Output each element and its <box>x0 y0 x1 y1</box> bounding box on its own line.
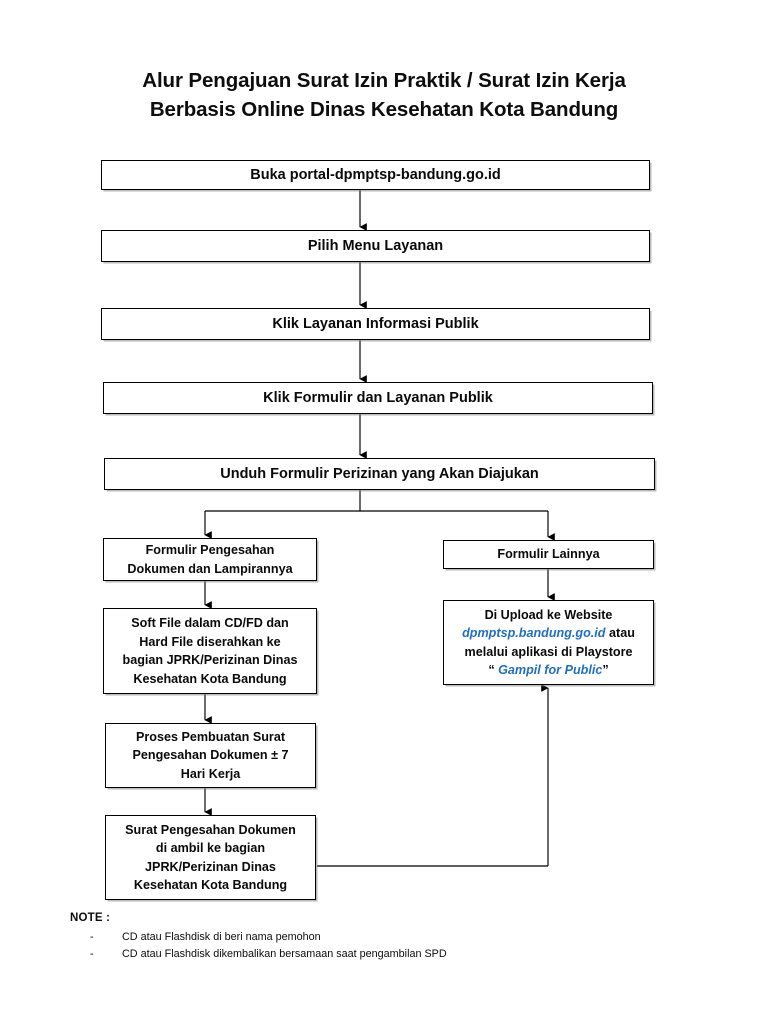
line-2: di ambil ke bagian <box>155 841 266 855</box>
note-bullet-dash: - <box>90 948 94 960</box>
note-title: NOTE : <box>70 912 111 924</box>
flow-step-proses-pembuatan-surat[interactable]: Proses Pembuatan Surat Pengesahan Dokume… <box>105 723 316 788</box>
note-list: - CD atau Flashdisk di beri nama pemohon… <box>70 929 690 963</box>
line-4: Kesehatan Kota Bandung <box>133 878 288 892</box>
flow-step-label: Formulir Pengesahan Dokumen dan Lampiran… <box>104 541 316 578</box>
upload-line-1: Di Upload ke Website <box>484 607 613 622</box>
flow-step-di-upload-ke-website[interactable]: Di Upload ke Website dpmptsp.bandung.go.… <box>443 600 654 685</box>
flow-step-label: Surat Pengesahan Dokumen di ambil ke bag… <box>106 821 315 895</box>
flow-step-label: Soft File dalam CD/FD dan Hard File dise… <box>104 614 316 688</box>
flow-step-pilih-menu-layanan[interactable]: Pilih Menu Layanan <box>101 230 650 262</box>
flow-step-label: Unduh Formulir Perizinan yang Akan Diaju… <box>220 465 539 482</box>
upload-line-3: melalui aplikasi di Playstore <box>464 644 633 659</box>
line-1: Proses Pembuatan Surat <box>135 729 286 744</box>
website-url-link[interactable]: dpmptsp.bandung.go.id <box>462 626 606 640</box>
upload-line-2-tail: atau <box>605 626 635 640</box>
note-bullet-dash: - <box>90 931 94 943</box>
flow-step-formulir-lainnya[interactable]: Formulir Lainnya <box>443 540 654 569</box>
flow-step-formulir-pengesahan[interactable]: Formulir Pengesahan Dokumen dan Lampiran… <box>103 538 317 581</box>
note-list-item: - CD atau Flashdisk di beri nama pemohon <box>70 929 690 946</box>
flow-step-surat-pengesahan-diambil[interactable]: Surat Pengesahan Dokumen di ambil ke bag… <box>105 815 316 900</box>
flow-step-label: Formulir Lainnya <box>497 547 600 562</box>
line-2: Dokumen dan Lampirannya <box>127 561 293 576</box>
quote-close: ” <box>602 663 609 677</box>
note-section: NOTE : - CD atau Flashdisk di beri nama … <box>70 912 690 963</box>
flow-step-label: Klik Formulir dan Layanan Publik <box>263 389 493 406</box>
line-4: Kesehatan Kota Bandung <box>133 671 287 686</box>
flow-step-label: Klik Layanan Informasi Publik <box>272 315 479 332</box>
line-2: Hard File diserahkan ke <box>139 634 281 649</box>
note-item-text: CD atau Flashdisk di beri nama pemohon <box>122 931 321 943</box>
app-name-link[interactable]: Gampil for Public <box>498 663 603 677</box>
note-item-text: CD atau Flashdisk dikembalikan bersamaan… <box>122 948 447 960</box>
flow-step-klik-formulir-dan-layanan-publik[interactable]: Klik Formulir dan Layanan Publik <box>103 382 653 414</box>
line-2: Pengesahan Dokumen ± 7 <box>132 748 289 763</box>
page-title-line-1: Alur Pengajuan Surat Izin Praktik / Sura… <box>142 69 626 92</box>
line-3: Hari Kerja <box>180 766 241 781</box>
flow-step-soft-file-hard-file[interactable]: Soft File dalam CD/FD dan Hard File dise… <box>103 608 317 694</box>
line-1: Surat Pengesahan Dokumen <box>125 822 296 837</box>
line-1: Soft File dalam CD/FD dan <box>131 616 289 630</box>
line-1: Formulir Pengesahan <box>145 543 275 557</box>
note-list-item: - CD atau Flashdisk dikembalikan bersama… <box>70 946 690 963</box>
flow-step-label: Proses Pembuatan Surat Pengesahan Dokume… <box>106 728 315 784</box>
flow-step-label: Pilih Menu Layanan <box>307 237 444 254</box>
quote-open: “ <box>488 663 499 677</box>
flow-step-unduh-formulir[interactable]: Unduh Formulir Perizinan yang Akan Diaju… <box>104 458 655 490</box>
flow-step-label: Buka portal-dpmptsp-bandung.go.id <box>250 166 501 183</box>
flow-step-buka-portal[interactable]: Buka portal-dpmptsp-bandung.go.id <box>101 160 650 190</box>
flow-step-label: Di Upload ke Website dpmptsp.bandung.go.… <box>444 606 653 680</box>
page-title: Alur Pengajuan Surat Izin Praktik / Sura… <box>0 66 768 124</box>
flow-step-klik-layanan-informasi-publik[interactable]: Klik Layanan Informasi Publik <box>101 308 650 340</box>
line-3: bagian JPRK/Perizinan Dinas <box>122 653 298 667</box>
page-title-line-2: Berbasis Online Dinas Kesehatan Kota Ban… <box>149 98 619 121</box>
line-3: JPRK/Perizinan Dinas <box>145 859 276 874</box>
